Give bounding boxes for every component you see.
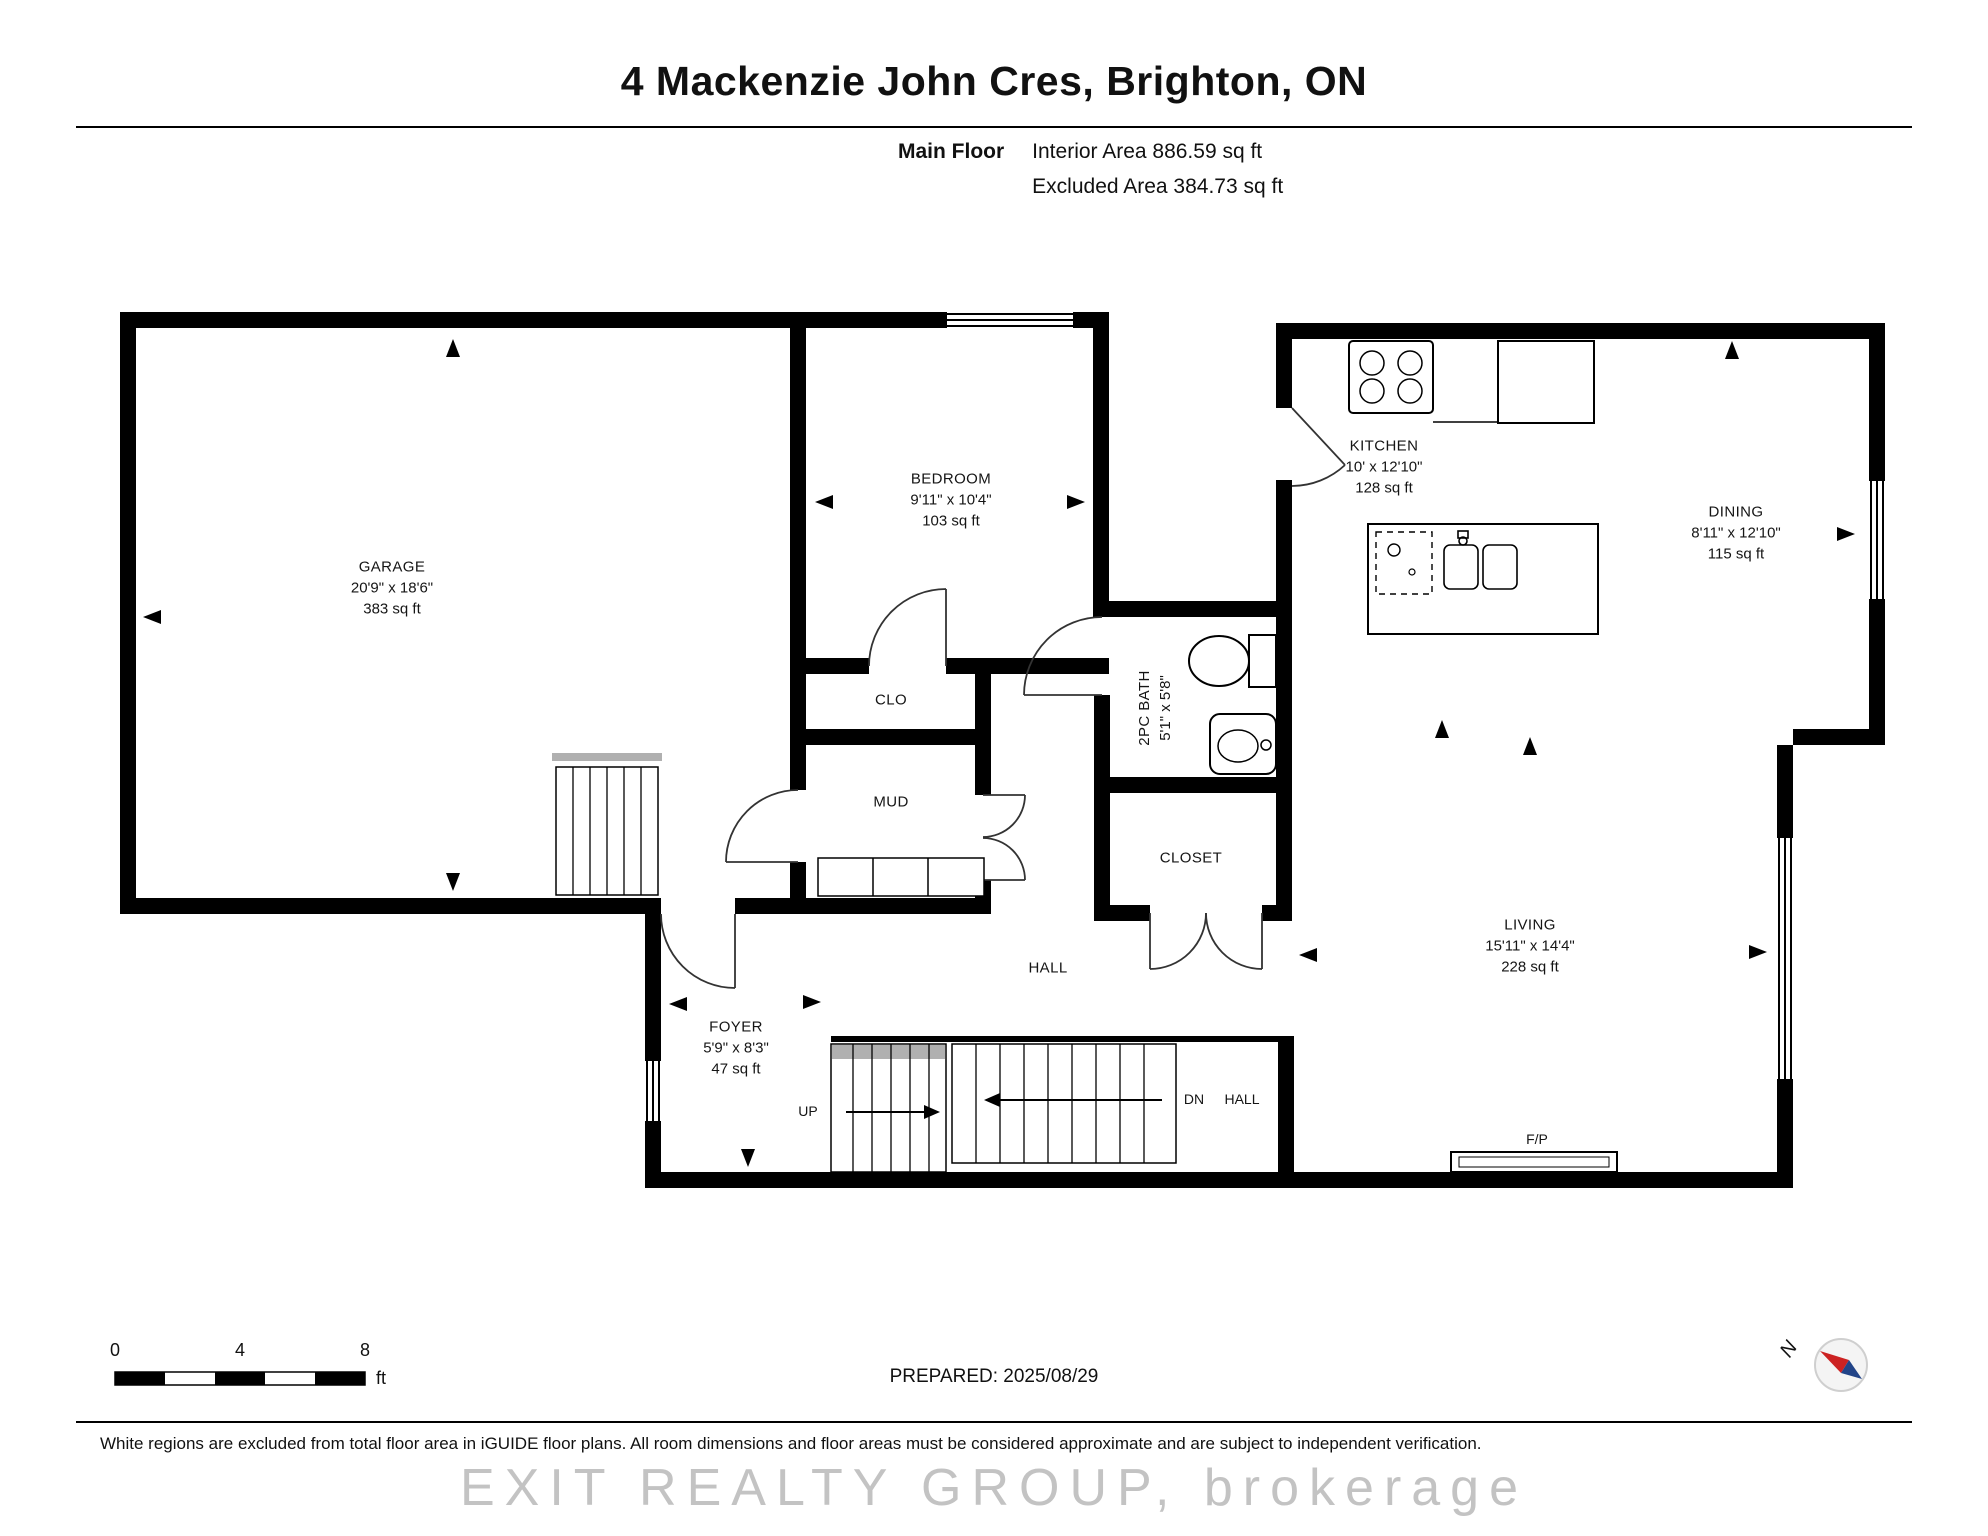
interior-area-label: Interior Area 886.59 sq ft [1032, 140, 1263, 163]
header-rule [76, 126, 1912, 128]
stairs-down [951, 1043, 1177, 1164]
toilet [1188, 634, 1277, 688]
disclaimer-text: White regions are excluded from total fl… [100, 1434, 1482, 1453]
footer-rule [76, 1421, 1912, 1423]
mud-bench [817, 857, 985, 897]
scale-unit-label: ft [376, 1368, 387, 1388]
dining-label: DINING 8'11" x 12'10" 115 sq ft [1691, 503, 1781, 563]
dn-label: DN [1183, 1091, 1205, 1108]
kitchen-island [1367, 523, 1599, 635]
foyer-window [645, 1059, 661, 1123]
double-sink [1443, 530, 1518, 590]
living-label: LIVING 15'11" x 14'4" 228 sq ft [1485, 916, 1575, 976]
area-summary: Interior Area 886.59 sq ft Excluded Area… [1032, 140, 1283, 199]
closet-door-right [1205, 912, 1263, 970]
garage-mud-door [725, 789, 799, 863]
excluded-area-label: Excluded Area 384.73 sq ft [1032, 175, 1284, 198]
bedroom-label: BEDROOM 9'11" x 10'4" 103 sq ft [910, 470, 992, 530]
mud-door-lower [982, 837, 1026, 881]
scale-label-4: 4 [234, 1340, 246, 1360]
floor-info: Main Floor Interior Area 886.59 sq ft Ex… [898, 140, 1283, 199]
dishwasher [1375, 531, 1433, 595]
refrigerator [1497, 340, 1595, 424]
dining-window [1869, 479, 1885, 601]
foyer-label: FOYER 5'9" x 8'3" 47 sq ft [703, 1018, 769, 1078]
page-title: 4 Mackenzie John Cres, Brighton, ON [620, 58, 1368, 104]
lower-hall-label: HALL [1224, 1091, 1260, 1108]
closet-door-left [1149, 912, 1207, 970]
fireplace-label: F/P [1526, 1131, 1548, 1148]
foyer-door [660, 913, 736, 989]
stairs-up [830, 1043, 947, 1173]
windows [645, 312, 1885, 1123]
garage-label: GARAGE 20'9" x 18'6" 383 sq ft [350, 558, 434, 618]
brokerage-watermark: EXIT REALTY GROUP, brokerage [459, 1459, 1529, 1517]
floor-label: Main Floor [898, 140, 1005, 163]
fireplace [1450, 1151, 1618, 1173]
up-label: UP [798, 1103, 818, 1120]
bath-sink [1209, 713, 1277, 775]
closet-label: CLOSET [1159, 849, 1223, 867]
scale-label-0: 0 [109, 1340, 121, 1360]
clo-label: CLO [874, 691, 908, 709]
kitchen-door [1291, 407, 1346, 487]
garage-stairs [552, 753, 662, 896]
hall-label: HALL [1028, 959, 1068, 977]
bath-label: 2PC BATH 5'1" x 5'8" [1136, 670, 1174, 746]
prepared-date: PREPARED: 2025/08/29 [889, 1366, 1099, 1387]
bedroom-door [868, 588, 947, 667]
compass-icon [1814, 1338, 1868, 1392]
kitchen-label: KITCHEN 10' x 12'10" 128 sq ft [1345, 437, 1423, 497]
scale-bar [114, 1371, 366, 1386]
bedroom-window [945, 312, 1075, 328]
mud-label: MUD [873, 793, 909, 811]
living-window [1777, 836, 1793, 1081]
doors [660, 407, 1346, 989]
bath-door [1023, 616, 1103, 696]
dimension-arrows [143, 339, 1855, 1167]
stove [1348, 340, 1434, 414]
scale-label-8: 8 [359, 1340, 371, 1360]
mud-door-upper [982, 794, 1026, 838]
